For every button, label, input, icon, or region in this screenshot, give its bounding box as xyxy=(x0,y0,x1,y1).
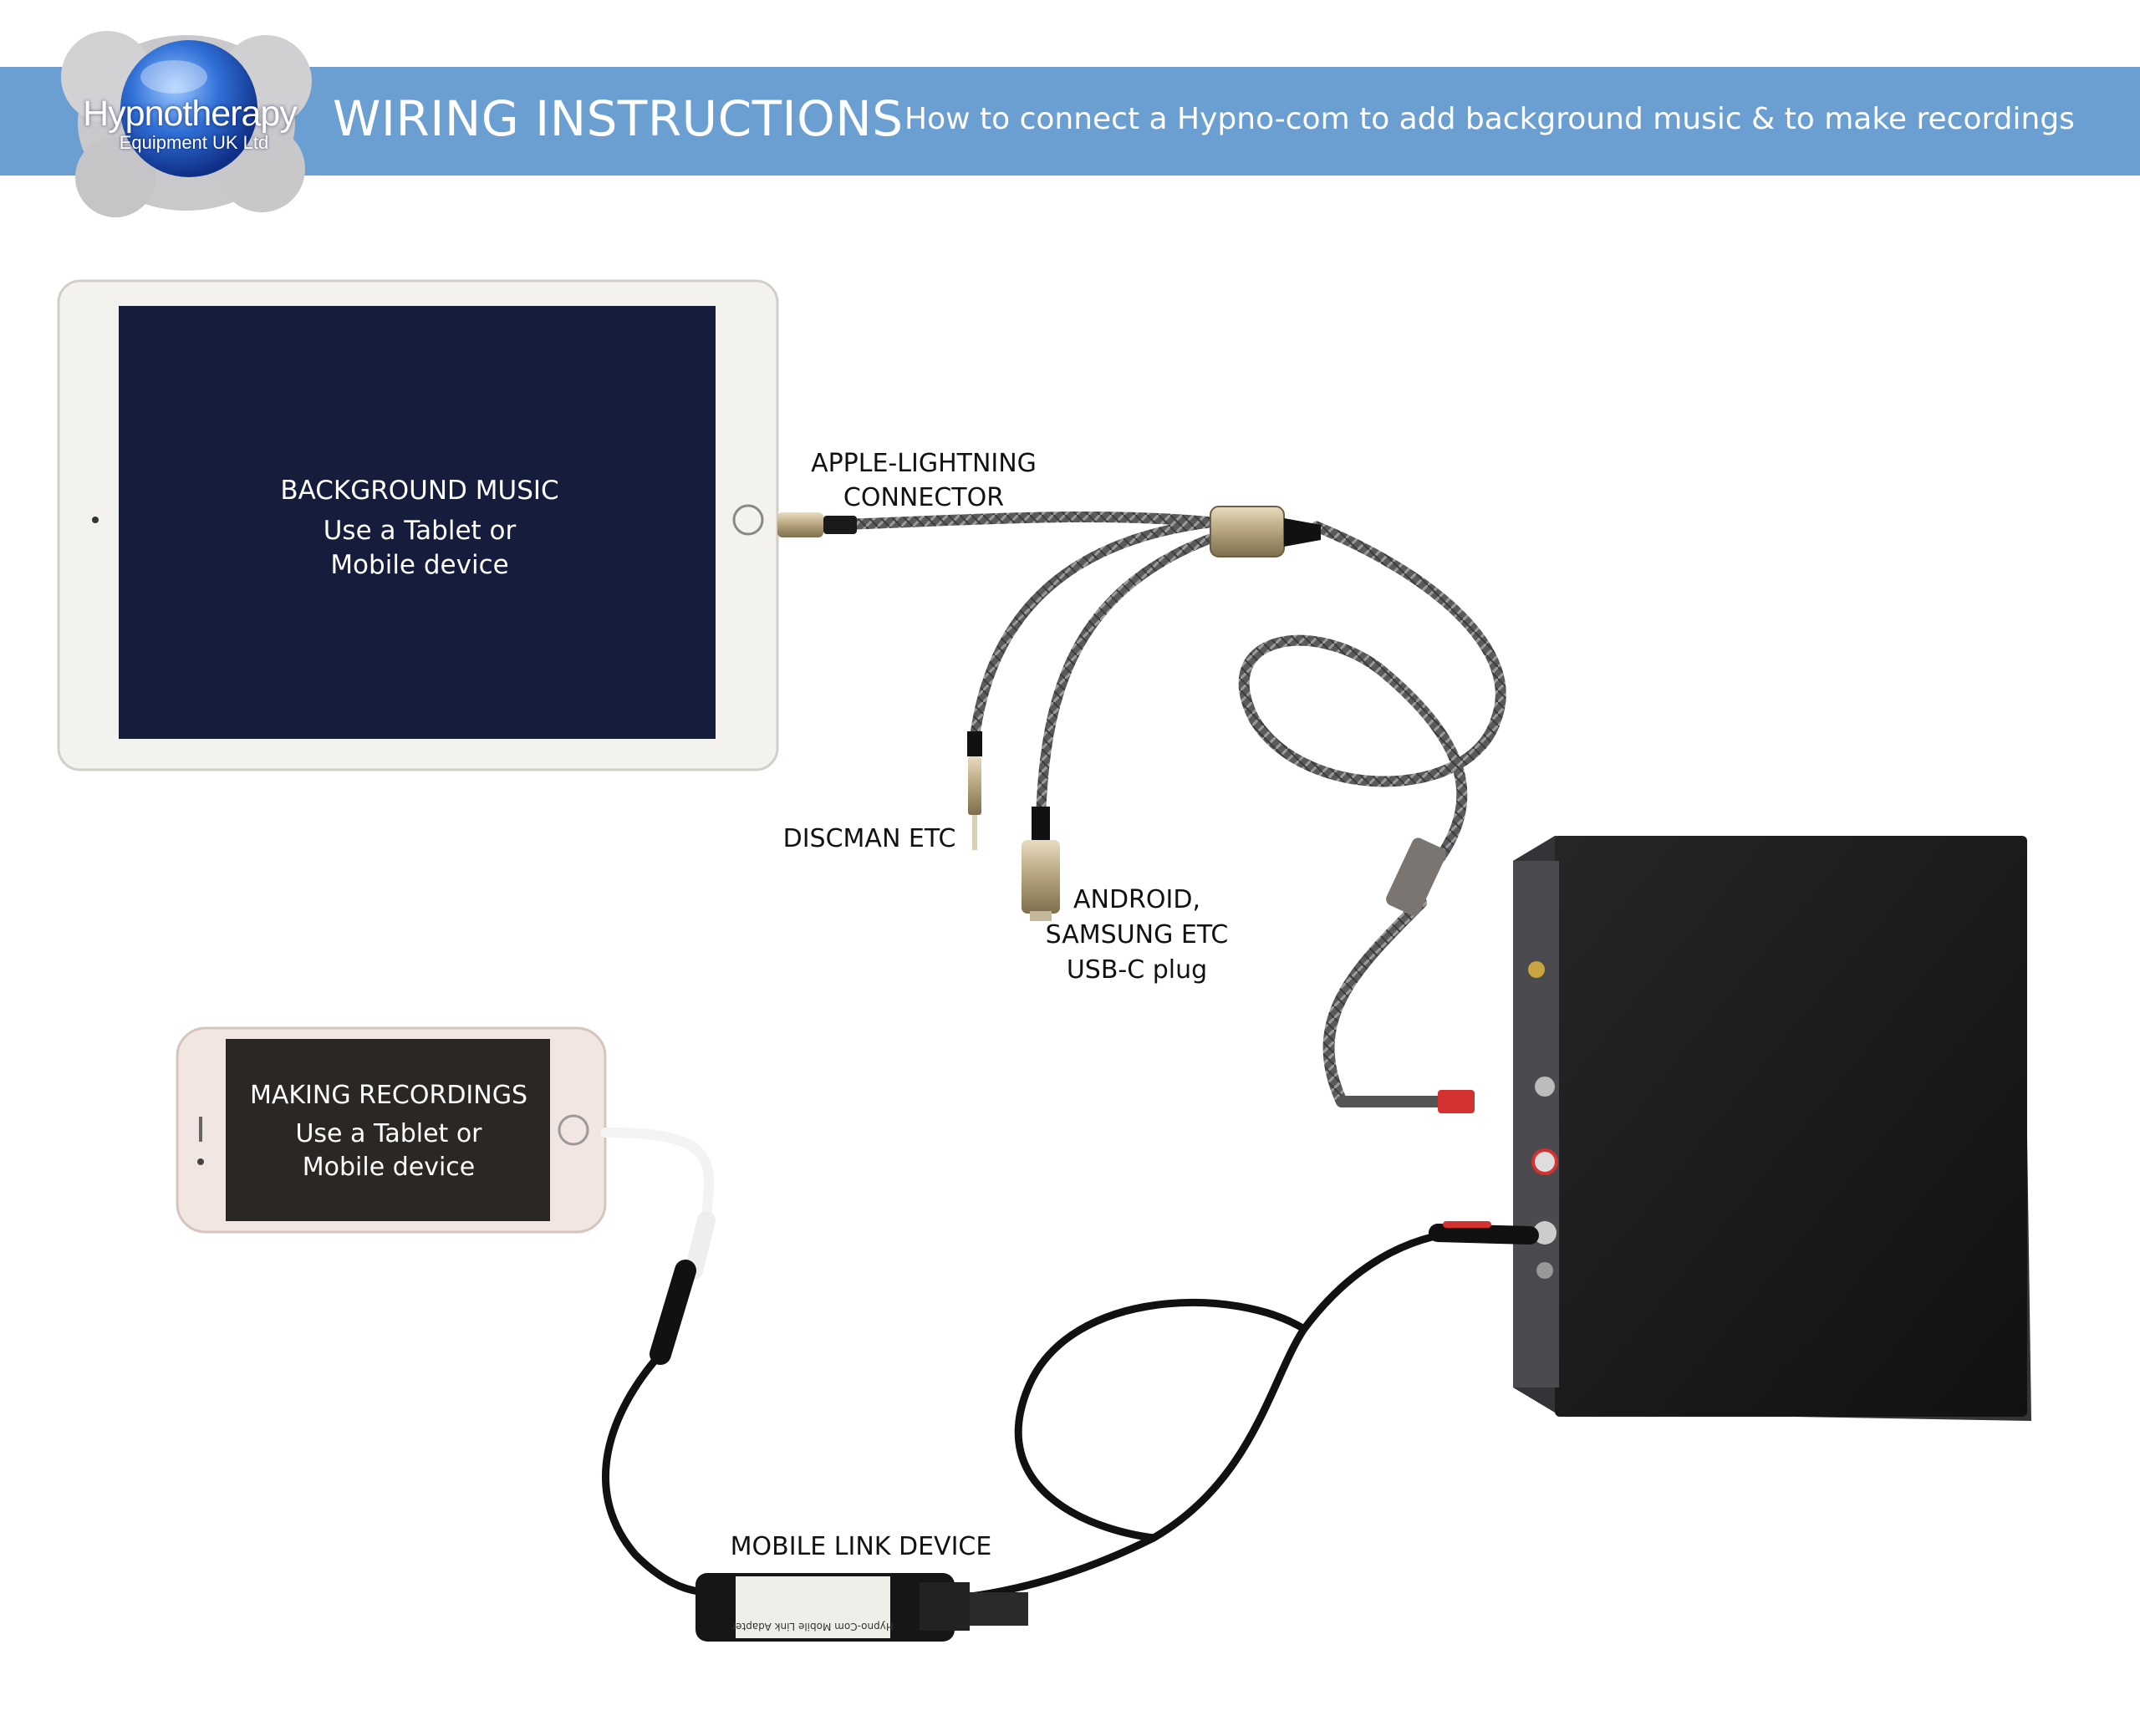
discman-jack xyxy=(968,756,981,815)
label-mobile-link: MOBILE LINK DEVICE xyxy=(730,1532,992,1561)
mobile-link-adapter xyxy=(696,1573,1028,1642)
label-android-2: SAMSUNG ETC xyxy=(1045,920,1229,949)
tablet-device xyxy=(57,279,779,771)
logo-subtitle: Equipment UK Ltd xyxy=(119,132,269,153)
phone-screen xyxy=(226,1039,550,1221)
header-banner xyxy=(0,67,2140,176)
label-lightning-1: APPLE-LIGHTNING xyxy=(811,449,1037,478)
tablet-text-1: BACKGROUND MUSIC xyxy=(280,476,559,506)
phone-text-1: MAKING RECORDINGS xyxy=(249,1081,528,1110)
cable-barrel xyxy=(1386,837,1446,916)
tablet-text-2: Use a Tablet or xyxy=(323,516,517,546)
adapter-label: Hypno-Com Mobile Link Adapter xyxy=(731,1621,894,1632)
recording-cable xyxy=(600,1128,1539,1605)
lightning-plug xyxy=(777,512,823,537)
tablet-text-3: Mobile device xyxy=(330,550,509,580)
tablet-home-button xyxy=(732,504,764,536)
tablet-screen xyxy=(119,306,716,739)
label-lightning-2: CONNECTOR xyxy=(843,483,1005,512)
logo-globe-icon xyxy=(61,31,312,217)
page-subtitle: How to connect a Hypno-com to add backgr… xyxy=(904,102,2075,136)
label-discman: DISCMAN ETC xyxy=(782,824,956,853)
page-title: WIRING INSTRUCTIONS xyxy=(333,90,904,147)
label-android-1: ANDROID, xyxy=(1073,885,1200,914)
phone-text-2: Use a Tablet or xyxy=(295,1119,482,1148)
splitter-housing xyxy=(1210,506,1285,557)
phone-text-3: Mobile device xyxy=(302,1153,476,1182)
logo-title: Hypnotherapy xyxy=(83,94,298,134)
splitter-cable xyxy=(818,511,1506,1107)
usbc-plug xyxy=(1022,840,1060,914)
hypno-com-box xyxy=(1513,836,2031,1421)
label-android-3: USB-C plug xyxy=(1066,955,1208,985)
